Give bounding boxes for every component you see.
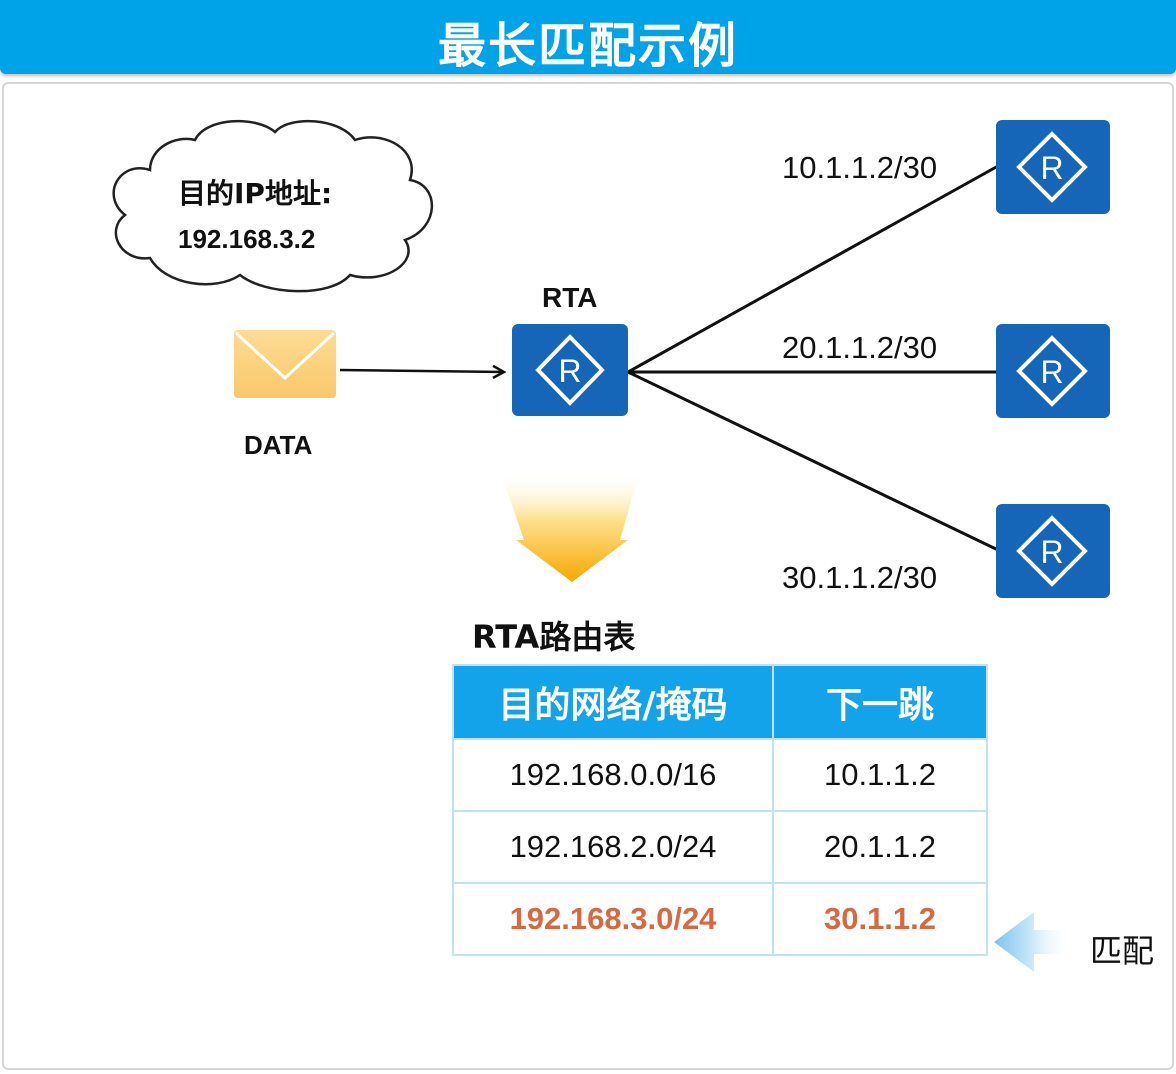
- route-table: 目的网络/掩码 下一跳 192.168.0.0/16 10.1.1.2 192.…: [452, 664, 988, 956]
- match-label: 匹配: [1090, 932, 1155, 970]
- packet-label: DATA: [244, 430, 313, 460]
- router-label: RTA: [542, 282, 598, 313]
- cell-destination: 192.168.2.0/24: [452, 810, 774, 884]
- cell-next-hop: 30.1.1.2: [772, 882, 988, 956]
- page-title: 最长匹配示例: [437, 18, 738, 74]
- cell-destination: 192.168.0.0/16: [452, 738, 774, 812]
- cloud-label: 目的IP地址:: [178, 177, 333, 210]
- match-arrow-icon: [994, 912, 1072, 972]
- table-header-row: 目的网络/掩码 下一跳: [452, 664, 988, 740]
- router-icon-2: R: [996, 324, 1110, 418]
- router-icon-rta: R: [512, 324, 628, 416]
- router-letter: R: [558, 353, 581, 389]
- cell-next-hop: 20.1.1.2: [772, 810, 988, 884]
- envelope-icon: [234, 330, 336, 398]
- link-line-3: [627, 370, 999, 552]
- title-bar: 最长匹配示例: [0, 0, 1176, 74]
- table-row: 192.168.2.0/24 20.1.1.2: [452, 810, 988, 884]
- header-destination: 目的网络/掩码: [452, 664, 774, 740]
- cell-next-hop: 10.1.1.2: [772, 738, 988, 812]
- route-table-title: RTA路由表: [472, 618, 636, 656]
- table-row: 192.168.0.0/16 10.1.1.2: [452, 738, 988, 812]
- router-letter: R: [1040, 534, 1063, 570]
- packet-arrow: [339, 370, 504, 372]
- router-icon-1: R: [996, 120, 1110, 214]
- router-letter: R: [1040, 150, 1063, 186]
- link-label-3: 30.1.1.2/30: [782, 560, 938, 595]
- header-next-hop: 下一跳: [772, 664, 988, 740]
- cell-destination: 192.168.3.0/24: [452, 882, 774, 956]
- cloud-ip: 192.168.3.2: [178, 224, 316, 254]
- router-icon-3: R: [996, 504, 1110, 598]
- down-arrow-icon: [500, 470, 640, 582]
- link-label-1: 10.1.1.2/30: [782, 150, 938, 185]
- router-letter: R: [1040, 354, 1063, 390]
- cloud-icon: [112, 119, 434, 293]
- link-label-2: 20.1.1.2/30: [782, 330, 938, 365]
- table-row-matched: 192.168.3.0/24 30.1.1.2: [452, 882, 988, 956]
- link-line-1: [627, 164, 999, 374]
